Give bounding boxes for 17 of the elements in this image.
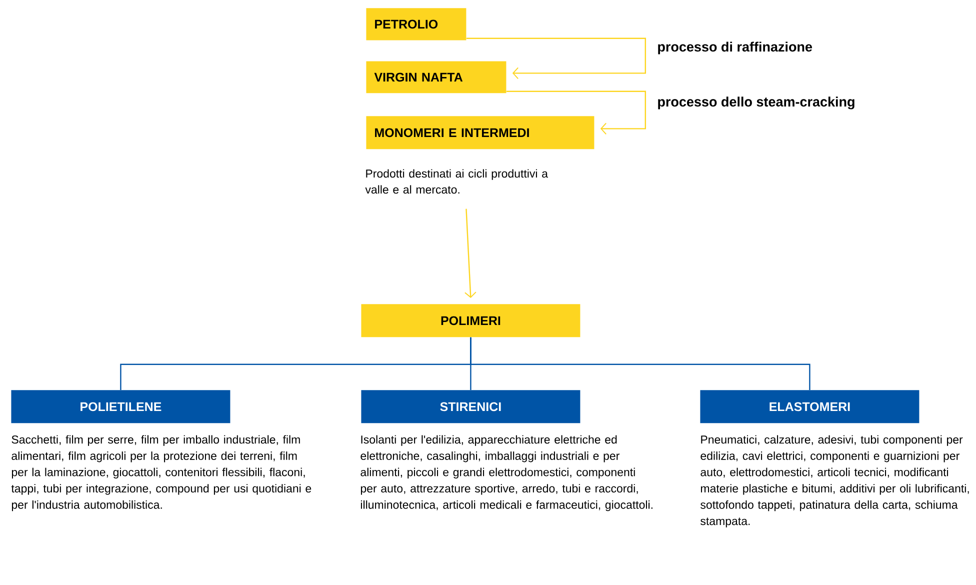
edge-label: processo di raffinazione (655, 40, 814, 56)
description-text: Isolanti per l'edilizia, apparecchiature elettriche ed elettroniche, casalinghi, imballaggi industriali e per alimenti, piccoli e grandi elettrodomestici, componenti per auto, attrezzature sportive, arredo, tubi e raccordi, illuminotecnica, articoli medicali e farmaceutici, giocattoli. (360, 435, 652, 512)
category-box: ELASTOMERI (700, 390, 920, 424)
description-text: Prodotti destinati ai cicli produttivi a valle e al mercato. (365, 169, 548, 194)
process-box: POLIMERI (361, 304, 580, 338)
description-text: Sacchetti, film per serre, film per imballo industriale, film alimentari, film agricoli per la protezione dei terreni, film per la laminazione, giocattoli, contenitori flessibili, flaconi, tappi, tubi per integrazione, compound per usi quotidiani e per l'industria automobilistica. (11, 435, 312, 512)
description-text: Pneumatici, calzature, adesivi, tubi componenti per edilizia, cavi elettrici, componenti e guarnizioni per auto, elettrodomestici, articoli tecnici, modificanti materie plastiche e bitumi, additivi per oli lubrificanti, sottofondo tappeti, patinatura della carta, schiuma stampata. (700, 435, 969, 528)
connector (506, 90, 646, 135)
edge-label: processo dello steam-cracking (655, 94, 858, 112)
connector (466, 38, 646, 80)
process-box: MONOMERI E INTERMEDI (366, 116, 594, 150)
process-box: PETROLIO (366, 8, 466, 40)
category-box: POLIETILENE (11, 390, 230, 424)
process-box: VIRGIN NAFTA (366, 61, 506, 94)
category-box: STIRENICI (361, 390, 580, 424)
connector (470, 337, 810, 390)
connector (464, 208, 476, 298)
